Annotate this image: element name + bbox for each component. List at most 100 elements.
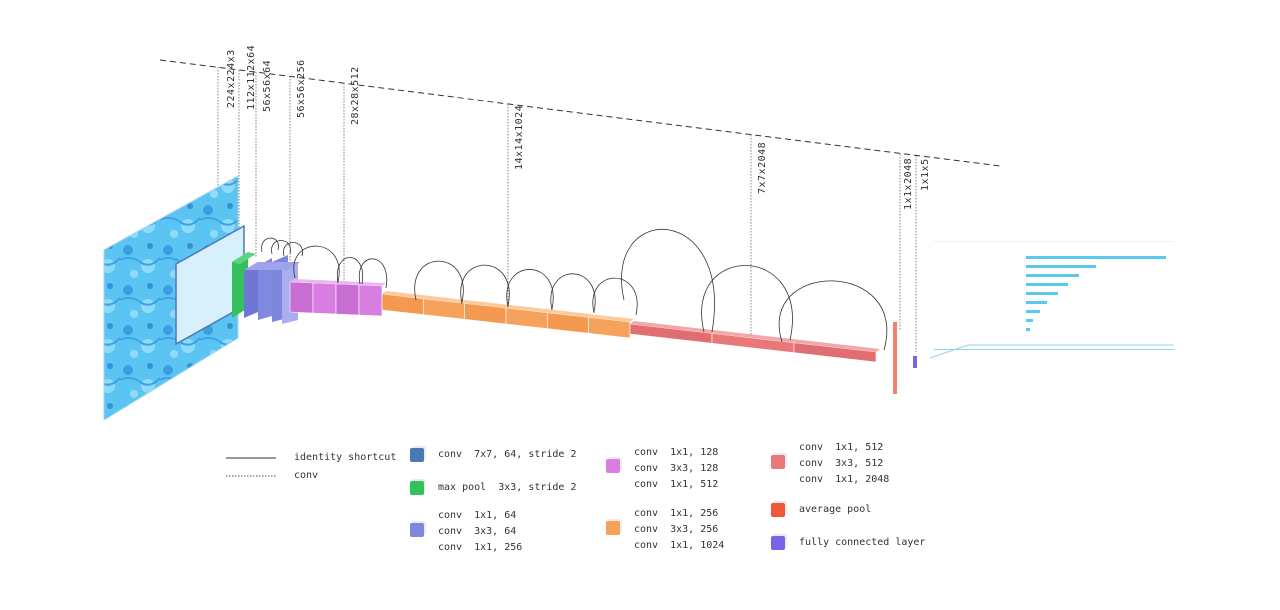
conv3-block: [289, 281, 314, 314]
prediction-row: [944, 254, 1166, 261]
conv4-block-top: [506, 305, 552, 313]
identity-shortcut-arc: [701, 265, 793, 341]
maxpool-swatch-icon: [410, 481, 424, 495]
prediction-row: [944, 317, 1033, 324]
conv5-block-top: [712, 330, 798, 343]
legend-conv4-line3: conv 1x1, 1024: [634, 540, 725, 551]
conv3-blocks: [289, 279, 386, 317]
prediction-bar: [1026, 310, 1040, 313]
identity-shortcut-arc: [550, 273, 596, 313]
identity-shortcut-arc: [592, 277, 638, 316]
prediction-row: [944, 308, 1040, 315]
dimension-label: 1x1x2048: [903, 157, 914, 210]
conv3-swatch-icon: [606, 459, 620, 473]
legend-conv2: conv 1x1, 64 conv 3x3, 64 conv 1x1, 256: [410, 508, 522, 556]
dotted-line-icon: [226, 475, 276, 476]
prediction-panel: [934, 241, 1174, 350]
conv5-block-top: [794, 339, 880, 352]
solid-line-icon: [226, 457, 276, 458]
legend-conv4-line1: conv 1x1, 256: [634, 508, 719, 519]
dimension-leaders: [217, 67, 917, 352]
prediction-row: [944, 281, 1068, 288]
conv4-block-top: [423, 295, 469, 304]
legend-conv5-line3: conv 1x1, 2048: [799, 474, 890, 485]
prediction-bar: [1026, 301, 1047, 304]
prediction-bar: [1026, 274, 1080, 277]
conv2-swatch-icon: [410, 523, 424, 537]
conv3-block: [335, 283, 360, 316]
average-pool-layer: [893, 322, 897, 394]
conv3-block: [358, 284, 383, 317]
conv4-block-top: [382, 291, 428, 299]
conv5-block-top: [630, 321, 716, 334]
conv5-swatch-icon: [771, 455, 785, 469]
dimension-label: 56x56x256: [296, 59, 307, 118]
fully-connected-swatch-icon: [771, 536, 785, 550]
conv4-block-top: [588, 314, 634, 322]
dimension-label: 14x14x1024: [514, 104, 525, 170]
legend-identity-shortcut-label: identity shortcut: [294, 452, 397, 463]
legend-fully-connected: fully connected layer: [771, 535, 925, 551]
legend-conv-label: conv: [294, 470, 319, 481]
legend-average-pool-text: average pool: [799, 504, 872, 515]
legend-conv2-line3: conv 1x1, 256: [438, 542, 523, 553]
conv3-block-top: [336, 281, 363, 285]
legend-conv-line: conv: [226, 470, 318, 481]
dimension-label: 7x7x2048: [757, 141, 768, 194]
identity-shortcut-arc: [414, 260, 464, 303]
legend-maxpool: max pool 3x3, stride 2: [410, 480, 576, 496]
legend-conv3-line1: conv 1x1, 128: [634, 447, 719, 458]
input-image: [103, 175, 239, 421]
identity-shortcut-arc: [460, 264, 510, 307]
identity-shortcut-arc: [336, 257, 364, 285]
conv5-blocks: [629, 321, 880, 363]
prediction-bar: [1026, 319, 1033, 322]
prediction-pointer: [929, 344, 1174, 359]
fully-connected-layer: [913, 356, 917, 368]
prediction-bar: [1026, 292, 1059, 295]
prediction-bar: [1026, 256, 1166, 259]
conv4-block-top: [464, 300, 510, 308]
conv1-swatch-icon: [410, 448, 424, 462]
identity-shortcut-arc: [293, 245, 340, 283]
identity-shortcut-arc: [261, 237, 279, 253]
legend-conv1: conv 7x7, 64, stride 2: [410, 447, 576, 463]
conv4-blocks: [381, 291, 634, 339]
legend-identity-shortcut: identity shortcut: [226, 452, 396, 463]
prediction-bar: [1026, 328, 1031, 331]
legend-conv5-line2: conv 3x3, 512: [799, 458, 884, 469]
prediction-row: [944, 263, 1096, 270]
identity-shortcut-arc: [506, 269, 554, 310]
legend-average-pool: average pool: [771, 502, 871, 518]
dimension-label: 1x1x5: [920, 158, 931, 191]
conv3-block-top: [359, 282, 386, 286]
dimension-label: 28x28x512: [350, 66, 361, 125]
dimension-axis-line: [159, 59, 1001, 167]
prediction-row: [944, 326, 1031, 333]
legend-conv5-line1: conv 1x1, 512: [799, 442, 884, 453]
dimension-label: 56x56x64: [262, 59, 273, 112]
dimension-label: 112x112x64: [246, 44, 257, 110]
conv4-swatch-icon: [606, 521, 620, 535]
legend-conv4: conv 1x1, 256 conv 3x3, 256 conv 1x1, 10…: [606, 506, 724, 554]
conv3-block: [312, 282, 337, 315]
legend-fully-connected-text: fully connected layer: [799, 537, 926, 548]
legend-conv3: conv 1x1, 128 conv 3x3, 128 conv 1x1, 51…: [606, 445, 718, 493]
dimension-label: 224x224x3: [226, 49, 237, 108]
identity-shortcut-arc: [271, 240, 291, 255]
average-pool-swatch-icon: [771, 503, 785, 517]
legend-conv2-line1: conv 1x1, 64: [438, 510, 517, 521]
prediction-bar: [1026, 265, 1096, 268]
legend-conv2-line2: conv 3x3, 64: [438, 526, 517, 537]
identity-shortcut-arc: [283, 242, 303, 257]
legend-conv1-text: conv 7x7, 64, stride 2: [438, 449, 577, 460]
legend-conv5: conv 1x1, 512 conv 3x3, 512 conv 1x1, 20…: [771, 440, 889, 488]
identity-shortcut-arc: [621, 229, 715, 333]
conv3-block-top: [313, 280, 340, 284]
prediction-row: [944, 299, 1047, 306]
conv4-block-top: [547, 309, 593, 318]
prediction-row: [944, 272, 1080, 279]
identity-shortcut-arc: [358, 258, 388, 289]
